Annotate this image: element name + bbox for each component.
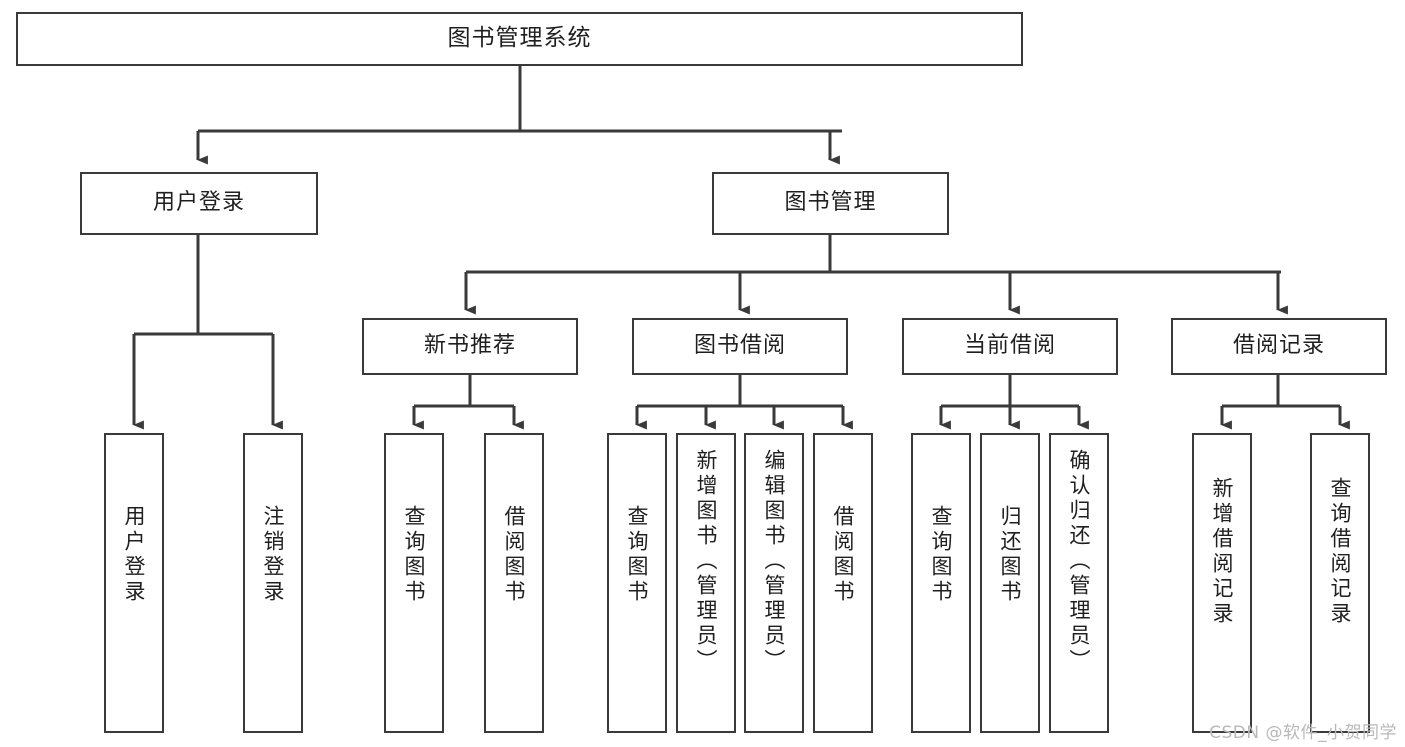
leaf-edit-book-admin[interactable]: 编辑图书（管理员） bbox=[744, 433, 804, 733]
node-label: 查询借阅记录 bbox=[1328, 477, 1353, 627]
watermark-text: CSDN @软件_小贺同学 bbox=[1209, 723, 1397, 743]
node-label: 用户登录 bbox=[122, 505, 147, 605]
leaf-confirm-return-admin[interactable]: 确认归还（管理员） bbox=[1049, 433, 1109, 733]
node-label: 确认归还（管理员） bbox=[1067, 449, 1092, 674]
node-label: 图书借阅 bbox=[693, 333, 786, 359]
node-user-login[interactable]: 用户登录 bbox=[80, 172, 318, 235]
node-label: 查询图书 bbox=[402, 505, 427, 605]
leaf-query-books-borrowing[interactable]: 查询图书 bbox=[607, 433, 667, 733]
node-label: 新书推荐 bbox=[423, 333, 516, 359]
node-label: 注销登录 bbox=[261, 505, 286, 605]
node-book-borrowing[interactable]: 图书借阅 bbox=[632, 318, 848, 375]
node-borrow-records[interactable]: 借阅记录 bbox=[1171, 318, 1387, 375]
node-label: 当前借阅 bbox=[963, 333, 1056, 359]
leaf-query-borrow-record[interactable]: 查询借阅记录 bbox=[1310, 433, 1370, 733]
node-label: 查询图书 bbox=[625, 505, 650, 605]
leaf-add-book-admin[interactable]: 新增图书（管理员） bbox=[676, 433, 736, 733]
leaf-borrow-books-recommendation[interactable]: 借阅图书 bbox=[484, 433, 544, 733]
node-current-borrowing[interactable]: 当前借阅 bbox=[902, 318, 1118, 375]
leaf-add-borrow-record[interactable]: 新增借阅记录 bbox=[1192, 433, 1252, 733]
node-label: 借阅图书 bbox=[831, 505, 856, 605]
node-label: 查询图书 bbox=[929, 505, 954, 605]
node-label: 新增借阅记录 bbox=[1210, 477, 1235, 627]
node-label: 图书管理 bbox=[784, 190, 877, 216]
node-label: 归还图书 bbox=[998, 505, 1023, 605]
node-book-management[interactable]: 图书管理 bbox=[712, 172, 949, 235]
node-label: 新增图书（管理员） bbox=[694, 449, 719, 674]
leaf-borrow-books-borrowing[interactable]: 借阅图书 bbox=[813, 433, 873, 733]
leaf-query-books-current[interactable]: 查询图书 bbox=[911, 433, 971, 733]
node-new-book-recommendation[interactable]: 新书推荐 bbox=[362, 318, 578, 375]
leaf-return-books[interactable]: 归还图书 bbox=[980, 433, 1040, 733]
leaf-user-login[interactable]: 用户登录 bbox=[104, 433, 164, 733]
node-label: 借阅图书 bbox=[502, 505, 527, 605]
node-label: 图书管理系统 bbox=[447, 25, 592, 52]
leaf-query-books-recommendation[interactable]: 查询图书 bbox=[384, 433, 444, 733]
node-label: 编辑图书（管理员） bbox=[762, 449, 787, 674]
node-label: 用户登录 bbox=[152, 190, 245, 216]
node-label: 借阅记录 bbox=[1232, 333, 1325, 359]
node-root-library-system[interactable]: 图书管理系统 bbox=[16, 12, 1023, 66]
leaf-logout[interactable]: 注销登录 bbox=[243, 433, 303, 733]
